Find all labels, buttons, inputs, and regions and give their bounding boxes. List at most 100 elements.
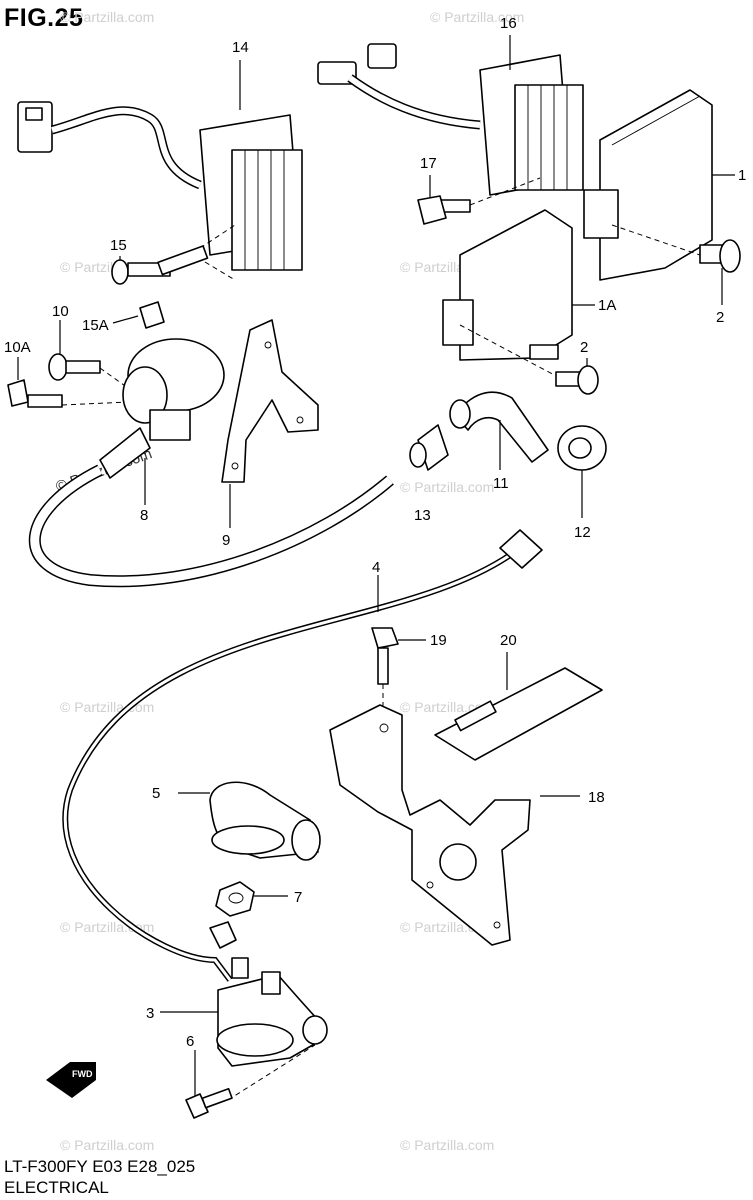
part-10a-bolt[interactable] [7, 357, 129, 408]
bracket-9-body [221, 319, 319, 483]
callout-2-upper: 2 [716, 309, 724, 326]
watermark: © Partzilla.com [400, 1137, 494, 1153]
bolt-15a-shank [157, 245, 209, 276]
bracket-18-body [329, 704, 531, 946]
part-1a-cdi-unit[interactable] [442, 209, 595, 379]
connector-latch [25, 107, 43, 121]
cable-4-terminal [499, 529, 543, 569]
part-1-cdi-unit[interactable] [583, 89, 735, 281]
cdi-1a-body [459, 209, 573, 361]
harness-14-inner [51, 107, 202, 188]
part-18-bracket[interactable] [329, 704, 580, 946]
callout-10A: 10A [4, 339, 31, 356]
bolt-10-head [48, 353, 68, 381]
nut-7 [215, 881, 255, 917]
callout-1A: 1A [598, 297, 616, 314]
bolt-shank [555, 371, 581, 387]
strap-20-buckle [454, 700, 497, 732]
callout-2-lower: 2 [580, 339, 588, 356]
callout-4: 4 [372, 559, 380, 576]
bolt-10a-shank [27, 394, 63, 408]
callout-3: 3 [146, 1005, 154, 1022]
callout-15A: 15A [82, 317, 109, 334]
ht-cable-outer [29, 464, 394, 588]
bolt-19-shank [377, 647, 389, 685]
callout-15: 15 [110, 237, 127, 254]
ht-cable-inner [30, 465, 393, 586]
harness-16-outer [347, 74, 481, 130]
relay-3-base [216, 1023, 294, 1057]
cover-5-base [211, 825, 285, 855]
coil-8-terminal [149, 409, 191, 441]
bolt-10a-head [7, 379, 29, 407]
figure-title: FIG.25 [4, 4, 84, 32]
callout-14: 14 [232, 39, 249, 56]
starter-cable-inner [63, 546, 521, 981]
part-10-bolt[interactable] [48, 320, 129, 389]
strap-20-body [434, 667, 603, 761]
bolt-shank [699, 244, 723, 264]
part-7-nut[interactable] [215, 881, 288, 917]
plug-cap-11-end [409, 442, 427, 468]
part-4-starter-cable[interactable] [62, 529, 543, 982]
callout-20: 20 [500, 632, 517, 649]
part-8-ignition-coil[interactable] [99, 338, 225, 505]
bolt-head [719, 239, 741, 273]
starter-cable-outer [62, 545, 522, 982]
bolt-10-shank [65, 360, 101, 374]
grommet-12-inner [568, 437, 592, 459]
bolt-15-head [111, 259, 129, 285]
part-20-strap[interactable] [434, 652, 603, 761]
callout-9: 9 [222, 532, 230, 549]
harness-16-inner [348, 75, 481, 128]
part-2-bolt-lower[interactable] [555, 358, 599, 395]
plug-cap-11-body [454, 391, 549, 463]
regulator-16-fins [514, 84, 584, 191]
regulator-14-fins [231, 149, 303, 271]
part-9-coil-bracket[interactable] [221, 319, 319, 528]
watermark: © Partzilla.com [400, 479, 494, 495]
relay-3-cable-end [209, 921, 237, 949]
relay-3-terminal-b [261, 971, 281, 995]
part-15a-bolt[interactable] [112, 245, 236, 329]
part-5-relay-cover[interactable] [178, 781, 321, 861]
callout-10: 10 [52, 303, 69, 320]
watermark: © Partzilla.com [430, 9, 524, 25]
relay-3-mount-tab [302, 1015, 328, 1045]
callout-5: 5 [152, 785, 160, 802]
cdi-1a-pins [529, 344, 559, 360]
watermark: © Partzilla.com [60, 1137, 154, 1153]
callout-1: 1 [738, 167, 746, 184]
fwd-label: FWD [72, 1069, 93, 1079]
part-16-regulator[interactable] [317, 35, 584, 196]
part-14-regulator[interactable] [17, 60, 303, 271]
bolt-15a-head [139, 301, 165, 329]
callout-11: 11 [493, 475, 509, 492]
watermark: © Partzilla.com [60, 9, 154, 25]
model-code: LT-F300FY E03 E28_025 [4, 1157, 196, 1176]
callout-8: 8 [140, 507, 148, 524]
section-title: ELECTRICAL [4, 1178, 109, 1197]
part-19-bolt[interactable] [371, 627, 426, 722]
callout-13: 13 [414, 507, 431, 524]
forward-arrow-icon: FWD [46, 1062, 96, 1098]
part-11-plug-cap[interactable] [409, 391, 549, 471]
part-6-screw[interactable] [185, 1050, 233, 1119]
callout-19: 19 [430, 632, 447, 649]
part-17-bolt[interactable] [417, 175, 541, 225]
connector-16b [317, 61, 357, 85]
part-12-grommet[interactable] [557, 425, 607, 518]
callout-6: 6 [186, 1033, 194, 1050]
part-2-bolt-upper[interactable] [611, 224, 741, 305]
coil-8-face [122, 366, 168, 424]
cdi-1-body [599, 89, 713, 281]
callout-12: 12 [574, 524, 591, 541]
cdi-1a-mount-tab [442, 299, 474, 346]
callout-18: 18 [588, 789, 605, 806]
callout-7: 7 [294, 889, 302, 906]
part-3-starter-relay[interactable] [160, 921, 328, 1101]
part-13-ht-cable[interactable] [29, 464, 394, 588]
callout-17: 17 [420, 155, 437, 172]
